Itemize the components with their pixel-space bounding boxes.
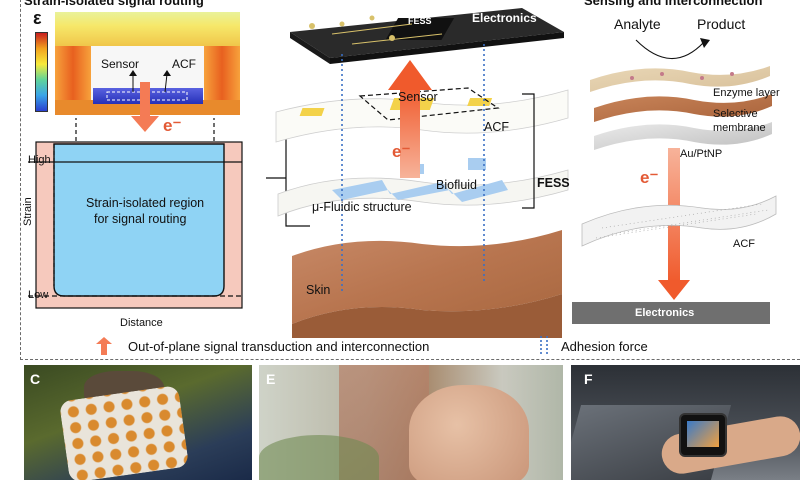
skin-label: Skin [306, 283, 331, 297]
right-acf-label: ACF [733, 238, 755, 250]
strain-high-tick: High [28, 154, 51, 166]
electronics-label: Electronics [472, 11, 537, 25]
enzyme-layer [590, 66, 770, 92]
strain-map-left-block [55, 46, 91, 102]
chip-label: FESS [408, 16, 432, 26]
right-electron-label: e⁻ [640, 168, 659, 187]
au-ptnp-label: Au/PtNP [680, 148, 723, 160]
photo-e [259, 365, 563, 480]
strain-colorbar [35, 32, 48, 112]
selective-membrane-label1: Selective [713, 108, 758, 120]
left-transduction-arrow [131, 82, 159, 132]
legend-transduction-label: Out-of-plane signal transduction and int… [128, 339, 430, 354]
reaction-arc [635, 39, 705, 60]
strain-axis-label: Strain [22, 197, 34, 226]
region-label-line1: Strain-isolated region [86, 196, 205, 210]
left-acf-label: ACF [172, 57, 196, 71]
center-electron-label: e⁻ [392, 142, 411, 161]
legend-adhesion-icon [540, 336, 548, 356]
left-panel-title: Strain-isolated signal routing [24, 0, 204, 8]
photo-f-watch [679, 413, 727, 457]
epsilon-symbol: ε [33, 8, 42, 28]
skin-layer [292, 230, 562, 324]
left-sensor-label: Sensor [101, 57, 140, 71]
center-sensor-label: Sensor [398, 90, 438, 104]
selective-membrane [594, 94, 772, 122]
strain-plot [28, 118, 243, 309]
sensor-pointer-head [129, 70, 137, 76]
left-electron-label: e⁻ [163, 116, 182, 135]
legend-arrow-icon [96, 337, 112, 355]
photo-f-label: F [584, 371, 593, 387]
center-arrow-shaft [400, 86, 420, 178]
layer-stack [275, 8, 569, 338]
photo-e-trees [259, 435, 379, 480]
strain-map-top-band [55, 12, 240, 46]
acf-pointer-line [164, 73, 168, 93]
fess-label: FESS [537, 176, 570, 190]
analyte-label: Analyte [614, 16, 661, 32]
right-arrow-head [658, 280, 690, 300]
schematic-panel [20, 0, 800, 360]
enzyme-layer-label: Enzyme layer [713, 87, 780, 99]
biofluid-channels [332, 180, 508, 202]
acf-pointer-head [163, 70, 171, 76]
biofluid-label: Biofluid [436, 178, 477, 192]
right-panel-title: Sensing and interconnection [584, 0, 763, 8]
strain-low-tick: Low [28, 289, 49, 301]
photo-c [24, 365, 252, 480]
distance-axis-label: Distance [120, 317, 163, 329]
product-label: Product [697, 16, 746, 32]
center-acf-label: ACF [484, 120, 509, 134]
photo-c-patch [58, 385, 190, 480]
photo-e-label: E [266, 371, 276, 387]
region-label-line2: for signal routing [94, 212, 187, 226]
right-acf-layer [581, 195, 777, 247]
selective-membrane-label2: membrane [713, 122, 766, 134]
fluidic-structure-label: μ-Fluidic structure [312, 200, 412, 214]
photo-e-fist [409, 385, 529, 480]
right-electronics-label: Electronics [635, 307, 695, 319]
sensor-layers [581, 38, 777, 300]
photo-c-label: C [30, 371, 41, 387]
sensor-dashed-outline [358, 87, 500, 121]
strain-map-right-block [204, 46, 240, 102]
photo-f-watch-screen [687, 421, 719, 447]
au-ptnp-layer [594, 122, 772, 150]
photo-f [571, 365, 800, 480]
right-electronics-bar [572, 302, 770, 324]
center-arrow-head [388, 60, 432, 90]
legend-adhesion-label: Adhesion force [561, 339, 648, 354]
